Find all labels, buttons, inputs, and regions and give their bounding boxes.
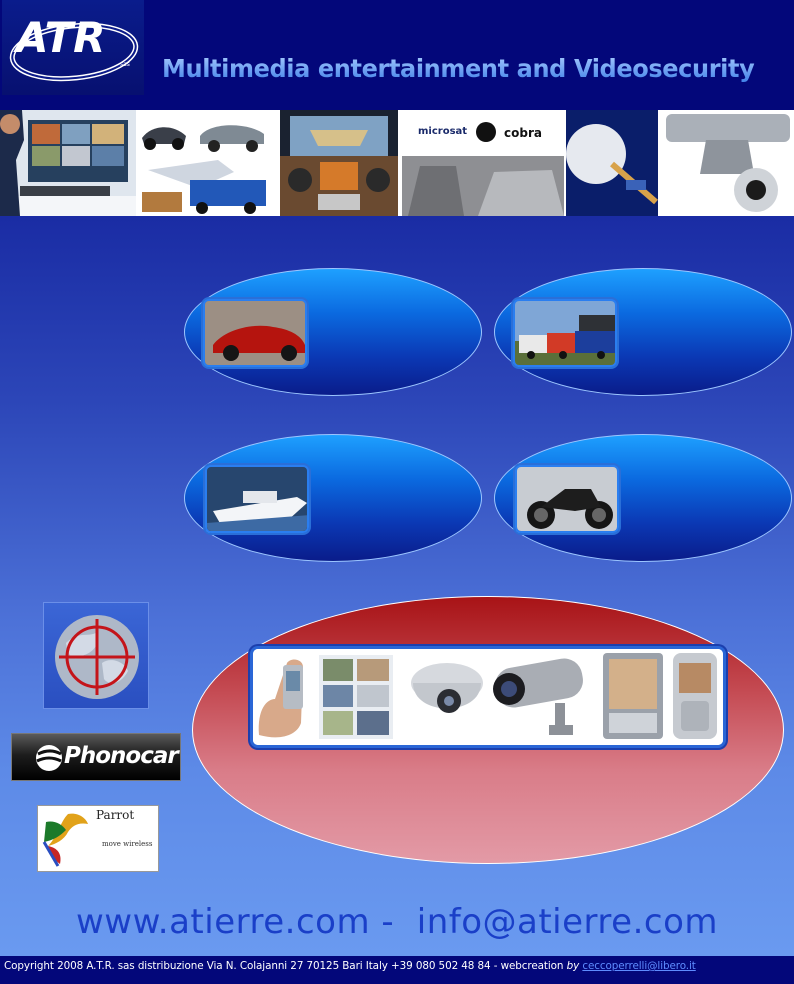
van-thumbnail: [513, 299, 617, 367]
banner-photo-vehicles: [138, 110, 268, 216]
parrot-tagline: move wireless: [102, 840, 153, 848]
car-thumbnail: [203, 299, 307, 367]
target-globe-icon: [55, 615, 139, 699]
header: ATR sas Multimedia entertainment and Vid…: [0, 0, 794, 110]
copyright-text: Copyright 2008 A.T.R. sas distribuzione …: [4, 960, 696, 972]
boat-thumbnail: [205, 465, 309, 533]
phonocar-logo[interactable]: Phonocar: [11, 733, 181, 781]
logo-sub: sas: [120, 61, 130, 68]
main-area: Phonocar Parrot move wireless: [0, 216, 794, 956]
category-van[interactable]: [494, 268, 792, 396]
motorbike-thumbnail: [515, 465, 619, 533]
brand-cobra: cobra: [504, 126, 542, 140]
mobile-phone-icon: [673, 653, 717, 739]
logo-swoosh-icon: ATR sas: [9, 13, 139, 82]
phonocar-ball-icon: [36, 745, 62, 771]
monitor-collage-icon: [319, 655, 393, 739]
copyright-main: Copyright 2008 A.T.R. sas distribuzione …: [4, 960, 567, 972]
parrot-name: Parrot: [96, 808, 135, 822]
bullet-camera-icon: [493, 658, 583, 735]
gps-globe-badge[interactable]: [43, 602, 149, 709]
logo-text: ATR: [13, 13, 105, 62]
category-boat[interactable]: [184, 434, 482, 562]
parrot-bird-icon: [42, 813, 88, 867]
phonocar-label: Phonocar: [64, 743, 179, 769]
banner-photo-satellite: [566, 110, 658, 216]
banner-photo-interior: microsat cobra: [402, 110, 564, 216]
category-car[interactable]: [184, 268, 482, 396]
banner-photo-dome-camera: [662, 110, 794, 216]
copyright-by: by: [566, 960, 580, 972]
banner-strip: microsat cobra: [0, 110, 794, 216]
tagline: Multimedia entertainment and Videosecuri…: [162, 54, 755, 83]
videosecurity-products-strip[interactable]: [250, 646, 726, 748]
brand-microsat: microsat: [418, 126, 467, 137]
category-motorbike[interactable]: [494, 434, 792, 562]
parrot-logo[interactable]: Parrot move wireless: [37, 805, 159, 872]
footer: Copyright 2008 A.T.R. sas distribuzione …: [0, 956, 794, 984]
dome-camera-icon: [411, 663, 483, 713]
pda-icon: [603, 653, 663, 739]
atr-logo[interactable]: ATR sas: [2, 0, 144, 95]
banner-photo-surveillance: [0, 110, 136, 216]
webcreation-email-link[interactable]: ceccoperrelli@libero.it: [582, 960, 696, 972]
banner-photo-dashboard: [280, 110, 398, 216]
contact-line[interactable]: www.atierre.com - info@atierre.com: [75, 902, 719, 942]
